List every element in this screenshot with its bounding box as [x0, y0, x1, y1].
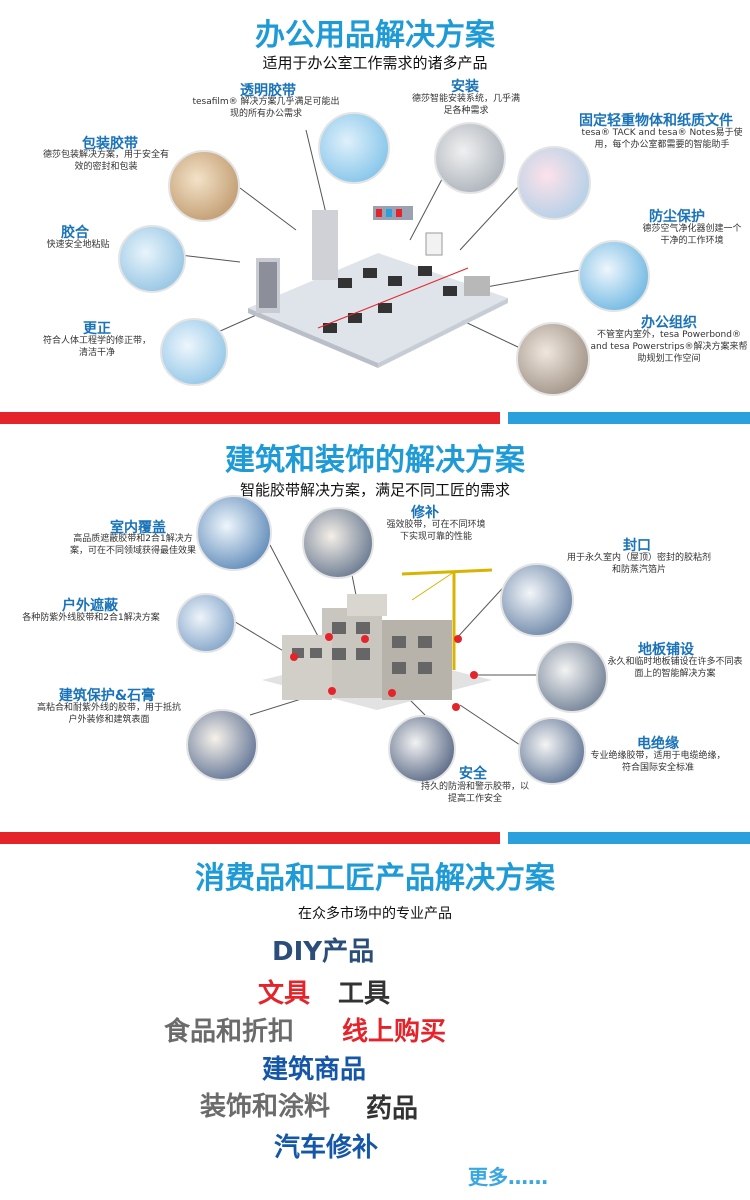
building-item-interior-covering-desc: 高品质遮蔽胶带和2合1解决方案，可在不同领域获得最佳效果 [69, 534, 196, 556]
office-floor-illustration [248, 206, 508, 368]
building-illustration [262, 568, 492, 710]
section-divider-2 [0, 832, 750, 844]
hotspot-dot [388, 689, 396, 697]
safety-photo [388, 715, 456, 783]
hotspot-dot [361, 635, 369, 643]
building-item-electrical-insulation: 电绝缘 [637, 736, 679, 752]
market-pharmacy: 药品 [366, 1094, 419, 1124]
hotspot-dot [452, 703, 460, 711]
building-solutions-section: 建筑和装饰的解决方案 智能胶带解决方案，满足不同工匠的需求 [0, 425, 750, 833]
building-item-outdoor-masking-desc: 各种防紫外线胶带和2合1解决方案 [22, 613, 160, 623]
hotspot-dot [325, 633, 333, 641]
building-item-repair-desc: 强效胶带，可在不同环境下实现可靠的性能 [386, 520, 486, 542]
market-tools: 工具 [338, 979, 391, 1009]
packaging-tape-photo [168, 150, 240, 222]
office-item-packaging-tape-desc: 德莎包装解决方案，用于安全有效的密封和包装 [42, 150, 169, 172]
office-subtitle: 适用于办公室工作需求的诸多产品 [262, 54, 488, 72]
office-item-correction-desc: 符合人体工程学的修正带，清洁干净 [42, 336, 151, 358]
market-online-shopping: 线上购买 [342, 1017, 447, 1047]
building-item-building-protection-desc: 高粘合和耐紫外线的胶带，用于抵抗户外装修和建筑表面 [36, 703, 181, 725]
market-auto-repair: 汽车修补 [274, 1133, 379, 1163]
hotspot-dot [454, 635, 462, 643]
market-stationery: 文具 [258, 979, 311, 1009]
hotspot-dot [328, 687, 336, 695]
office-title: 办公用品解决方案 [255, 18, 495, 53]
sealing-photo [500, 563, 574, 637]
office-item-dust-protection-desc: 德莎空气净化器创建一个干净的工作环境 [642, 224, 742, 246]
transparent-tape-photo [318, 112, 390, 184]
hotspot-dot [470, 671, 478, 679]
office-item-mounting: 固定轻重物体和纸质文件 [579, 113, 733, 129]
consumer-solutions-section: 消费品和工匠产品解决方案 在众多市场中的专业产品 DIY产品 文具 工具 食品和… [0, 843, 750, 1200]
office-item-mounting-desc: tesa® TACK and tesa® Notes易于使用，每个办公室都需要的… [581, 128, 743, 150]
building-item-outdoor-masking: 户外遮蔽 [62, 598, 118, 614]
market-diy: DIY产品 [272, 937, 375, 967]
office-item-transparent-tape-desc: tesafilm® 解决方案几乎满足可能出现的所有办公需求 [192, 97, 340, 119]
office-item-organization-desc: 不管室内室外，tesa Powerbond® and tesa Powerstr… [590, 330, 748, 364]
office-item-organization: 办公组织 [641, 315, 697, 331]
interior-covering-photo [196, 495, 272, 571]
building-item-building-protection: 建筑保护&石膏 [58, 688, 156, 704]
mounting-notes-photo [517, 146, 591, 220]
flooring-photo [536, 641, 608, 713]
building-item-flooring-desc: 永久和临时地板铺设在许多不同表面上的智能解决方案 [607, 657, 743, 679]
building-item-safety: 安全 [459, 766, 487, 782]
building-title: 建筑和装饰的解决方案 [225, 443, 525, 478]
office-item-installation-desc: 德莎智能安装系统，几乎满足各种需求 [412, 94, 521, 116]
office-item-transparent-tape: 透明胶带 [240, 83, 296, 99]
building-item-flooring: 地板铺设 [638, 642, 694, 658]
hotspot-dot [290, 653, 298, 661]
outdoor-masking-photo [176, 593, 236, 653]
electrical-insulation-photo [518, 717, 586, 785]
more-link[interactable]: 更多…… [468, 1165, 548, 1189]
installation-photo [434, 122, 506, 194]
consumer-title: 消费品和工匠产品解决方案 [195, 861, 555, 896]
office-item-installation: 安装 [451, 79, 479, 95]
building-item-electrical-insulation-desc: 专业绝缘胶带，适用于电缆绝缘，符合国际安全标准 [590, 751, 726, 773]
building-item-sealing: 封口 [623, 538, 651, 554]
building-protection-photo [186, 709, 258, 781]
dust-protection-photo [578, 240, 650, 312]
correction-photo [160, 318, 228, 386]
office-item-gluing: 胶合 [61, 225, 89, 241]
repair-photo [302, 507, 374, 579]
office-item-dust-protection: 防尘保护 [649, 209, 705, 225]
building-item-interior-covering: 室内覆盖 [110, 520, 166, 536]
office-item-packaging-tape: 包装胶带 [82, 136, 138, 152]
building-item-repair: 修补 [411, 505, 439, 521]
consumer-subtitle: 在众多市场中的专业产品 [298, 906, 452, 922]
building-subtitle: 智能胶带解决方案，满足不同工匠的需求 [239, 481, 510, 499]
office-solutions-section: 办公用品解决方案 适用于办公室工作需求的诸多产品 [0, 0, 750, 412]
market-food-discount: 食品和折扣 [164, 1017, 295, 1047]
building-item-safety-desc: 持久的防滑和警示胶带，以提高工作安全 [420, 782, 529, 804]
market-decoration-paint: 装饰和涂料 [200, 1092, 331, 1122]
gluing-photo [118, 225, 186, 293]
market-building-goods: 建筑商品 [262, 1055, 367, 1085]
office-item-gluing-desc: 快速安全地粘贴 [46, 240, 110, 250]
office-item-correction: 更正 [83, 321, 111, 337]
office-organization-photo [516, 322, 590, 396]
section-divider-1 [0, 412, 750, 424]
building-item-sealing-desc: 用于永久室内（屋顶）密封的胶粘剂和防蒸汽箔片 [566, 553, 711, 575]
